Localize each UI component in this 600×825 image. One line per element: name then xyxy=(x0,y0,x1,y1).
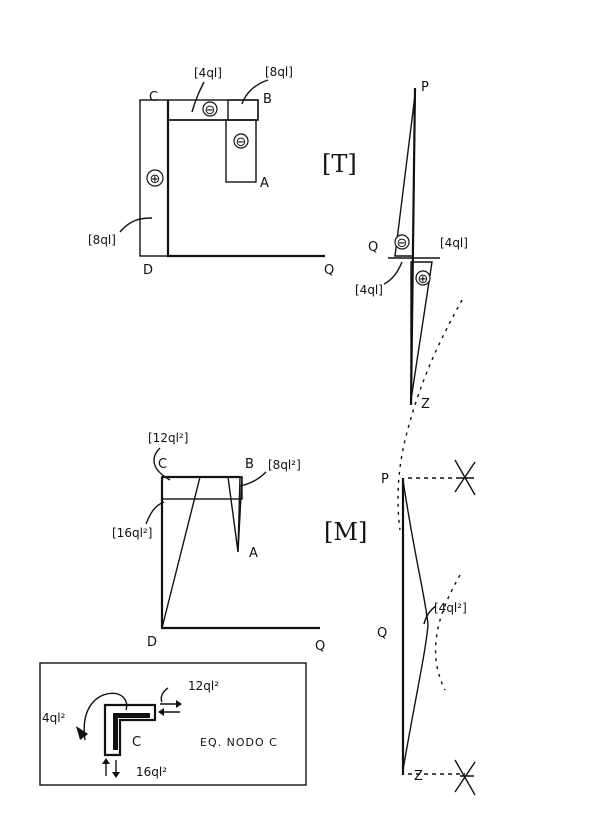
moment-column-curve xyxy=(402,479,429,771)
moment-frame-diagram: C B A D Q [12ql²] [8ql²] [16ql²] [M] xyxy=(112,431,367,654)
leader-line xyxy=(241,79,269,105)
leader-line xyxy=(153,447,171,481)
node-label-q: Q xyxy=(368,240,378,255)
leader-line xyxy=(239,471,267,487)
moment-leg-axis xyxy=(237,476,241,553)
node-label-c: C xyxy=(149,90,158,105)
leader-line xyxy=(119,217,153,233)
arrow-head-icon xyxy=(158,708,164,716)
value-label-cd: [8ql] xyxy=(88,233,116,247)
node-label-c: C xyxy=(158,457,167,472)
svg-text:⊕: ⊕ xyxy=(418,272,429,287)
node-c-inner xyxy=(113,713,150,750)
node-label-b: B xyxy=(245,457,254,472)
node-label-b: B xyxy=(263,92,272,107)
minus-sign-icon: ⊖ xyxy=(394,234,410,251)
node-c-shape xyxy=(103,703,157,757)
plus-sign-icon: ⊕ xyxy=(146,169,164,187)
svg-text:⊖: ⊖ xyxy=(397,236,408,251)
value-label-q: [4ql²] xyxy=(434,601,467,615)
node-label-p: P xyxy=(381,472,389,487)
leader-line xyxy=(383,261,403,285)
leader-line xyxy=(191,81,205,113)
value-label-ba: [8ql] xyxy=(265,65,293,79)
shear-frame-diagram: ⊖ ⊖ ⊕ C B A D Q [4ql] [8ql] [8ql] [T] xyxy=(88,65,357,278)
arrow-head-icon xyxy=(76,726,88,740)
arrow-head-icon xyxy=(112,772,120,778)
arrow-head-icon xyxy=(102,758,110,764)
value-label-b: [8ql²] xyxy=(268,458,301,472)
node-label-z: Z xyxy=(414,769,423,784)
node-label-d: D xyxy=(147,635,157,650)
node-equilibrium-box: 4ql² 12ql² 16ql² C EQ. NODO C xyxy=(39,662,307,786)
diagram-title-moment: [M] xyxy=(324,518,367,546)
shear-column-upper-triangle xyxy=(394,94,416,257)
value-label-left: [4ql] xyxy=(355,283,383,297)
leader-line xyxy=(423,605,437,625)
moment-label-left: 4ql² xyxy=(42,711,66,725)
dashed-guide-line xyxy=(434,574,461,691)
shear-leg-ba xyxy=(225,119,257,183)
moment-label-bottom: 16ql² xyxy=(136,765,167,779)
node-label-d: D xyxy=(143,263,153,278)
minus-sign-icon: ⊖ xyxy=(233,133,249,150)
equilibrium-caption: EQ. NODO C xyxy=(200,736,278,749)
value-label-cb: [4ql] xyxy=(194,66,222,80)
diagram-title-shear: [T] xyxy=(322,150,357,178)
shear-column-diagram: ⊖ ⊕ P Q Z [4ql] [4ql] xyxy=(355,80,468,531)
moment-frame-axis xyxy=(160,477,320,630)
plus-sign-icon: ⊕ xyxy=(415,270,431,287)
svg-text:⊕: ⊕ xyxy=(150,172,161,187)
node-label-a: A xyxy=(249,546,258,561)
value-label-right: [4ql] xyxy=(440,236,468,250)
leader-line xyxy=(145,501,165,525)
svg-text:⊖: ⊖ xyxy=(205,103,216,118)
node-label-q: Q xyxy=(324,263,334,278)
moment-column-diagram: P Q Z [4ql²] xyxy=(377,459,476,796)
leader-line xyxy=(160,687,169,703)
support-star-icon xyxy=(454,759,476,796)
moment-label-top: 12ql² xyxy=(188,679,219,693)
shear-column-lower-triangle xyxy=(410,261,433,401)
node-label-q: Q xyxy=(377,626,387,641)
node-label-a: A xyxy=(260,176,269,191)
moment-arc-left xyxy=(83,692,128,741)
dashed-guide-line xyxy=(397,299,463,531)
node-label-q: Q xyxy=(315,639,325,654)
equilibrium-box-frame xyxy=(39,662,307,786)
value-label-c: [12ql²] xyxy=(148,431,188,445)
node-label-c: C xyxy=(132,735,141,750)
node-label-z: Z xyxy=(421,397,430,412)
node-label-p: P xyxy=(421,80,429,95)
support-star-icon xyxy=(454,459,476,496)
svg-text:⊖: ⊖ xyxy=(236,135,247,150)
value-label-d: [16ql²] xyxy=(112,526,152,540)
shear-frame-axis xyxy=(166,100,325,258)
arrow-head-icon xyxy=(176,700,182,708)
minus-sign-icon: ⊖ xyxy=(202,101,218,118)
